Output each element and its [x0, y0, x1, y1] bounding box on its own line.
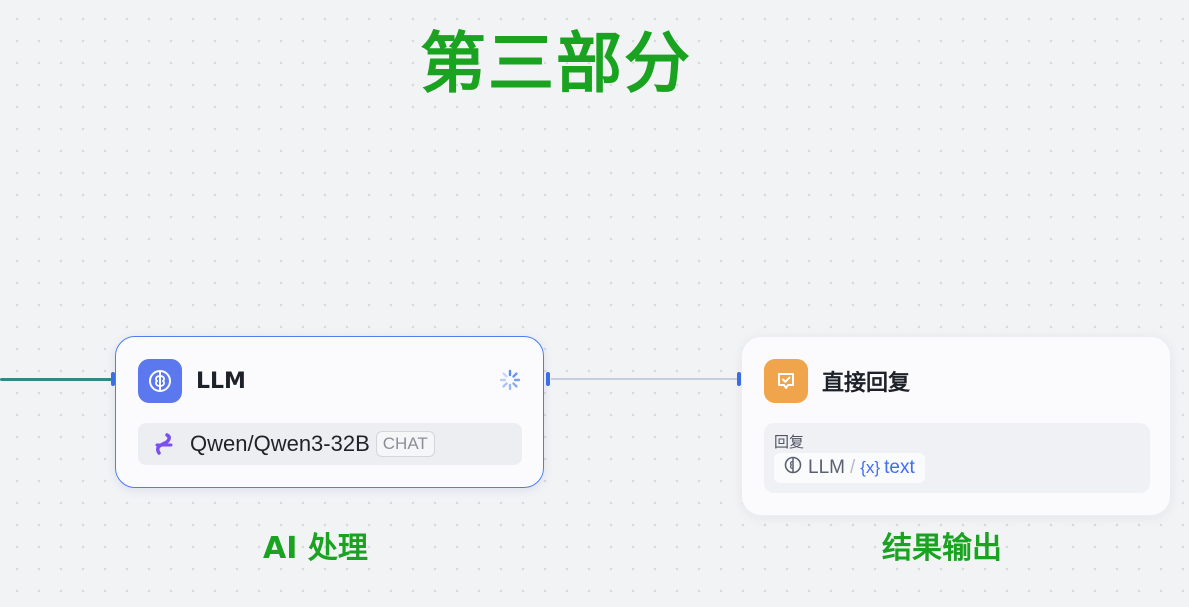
reply-input-handle[interactable]	[737, 372, 741, 386]
variable-icon: {x}	[860, 458, 881, 477]
llm-to-reply-edge	[551, 378, 737, 380]
model-type-badge: CHAT	[375, 431, 435, 457]
section-title: 第三部分	[420, 25, 692, 102]
llm-input-handle[interactable]	[111, 372, 115, 386]
reply-field[interactable]: 回复 LLM / {x} text	[764, 423, 1150, 493]
brain-icon	[138, 359, 182, 403]
variable-name: text	[884, 457, 915, 478]
llm-node-caption: AI 处理	[263, 531, 368, 566]
llm-node[interactable]: LLM Qwen/Qwen3-32B CHAT	[115, 336, 544, 488]
incoming-edge	[0, 378, 112, 381]
loading-spinner-icon	[499, 369, 521, 396]
llm-node-title: LLM	[196, 368, 246, 394]
reply-node-title: 直接回复	[822, 371, 911, 396]
variable-separator: /	[849, 457, 856, 478]
variable-reference-chip[interactable]: LLM / {x} text	[774, 453, 925, 483]
reply-chat-icon	[764, 359, 808, 403]
brain-icon	[784, 456, 802, 480]
model-selector[interactable]: Qwen/Qwen3-32B CHAT	[138, 423, 522, 465]
direct-reply-node[interactable]: 直接回复 回复 LLM / {x} text	[741, 336, 1171, 516]
variable-source-node: LLM	[808, 457, 845, 478]
reply-node-caption: 结果输出	[882, 531, 1002, 566]
llm-output-handle[interactable]	[546, 372, 550, 386]
model-name: Qwen/Qwen3-32B	[190, 431, 370, 456]
reply-field-label: 回复	[774, 433, 805, 451]
model-provider-icon	[150, 430, 178, 458]
